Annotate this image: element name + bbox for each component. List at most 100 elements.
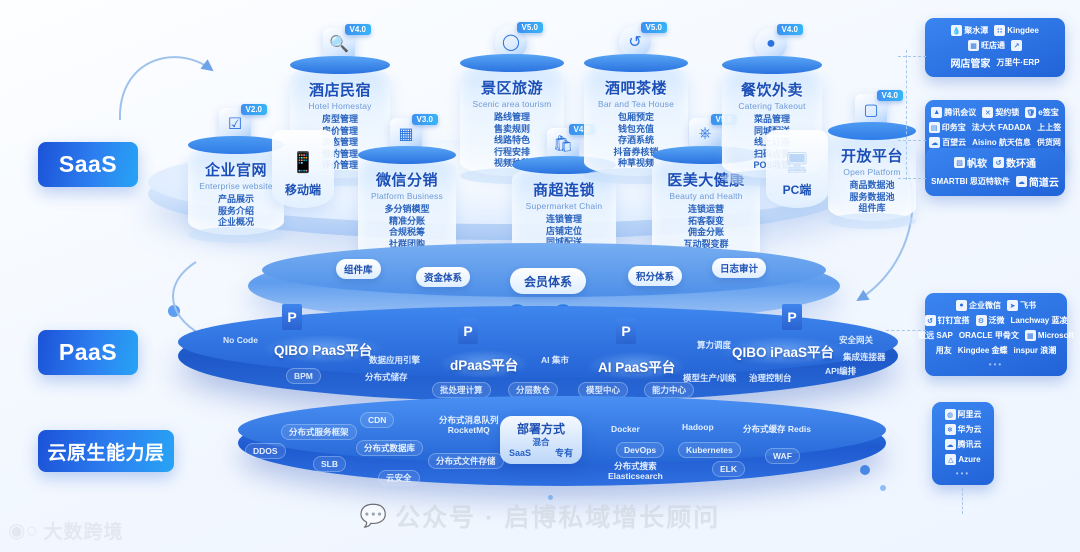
caas-node-fund-system[interactable]: 资金体系 — [416, 267, 471, 287]
list-item: 商品数据池 — [849, 180, 895, 190]
cn-chip-ddos[interactable]: DDOS — [245, 443, 286, 459]
cn-chip-slb[interactable]: SLB — [313, 456, 346, 472]
ecommerce-erp-panel[interactable]: 💧 聚水潭 ∷ Kingdee ▦ 旺店通 ↗ 网店管家 万里牛·ERP — [925, 18, 1065, 77]
caas-node-component-library[interactable]: 组件库 — [336, 259, 381, 279]
cloud-icon: ☁ — [929, 137, 941, 148]
saas-cylinder-open-platform[interactable]: ▢ V4.0 开放平台 Open Platform 商品数据池 服务数据池 组件… — [828, 90, 916, 228]
paas-chip-data-app-engine[interactable]: 数据应用引擎 — [369, 355, 421, 365]
partner-logo: ☁ 简道云 — [1015, 176, 1059, 189]
paas-chip-security-gateway[interactable]: 安全网关 — [839, 335, 874, 345]
caas-node-member-system[interactable]: 会员体系 — [510, 268, 587, 294]
cn-chip-message-queue[interactable]: 分布式消息队列 RocketMQ — [439, 415, 499, 435]
paas-chip-bpm[interactable]: BPM — [286, 368, 321, 384]
partner-logo: △ Azure — [945, 454, 981, 465]
partner-logo: ● 企业微信 — [956, 300, 1001, 311]
paas-platform-dpaas[interactable]: dPaaS平台 — [440, 350, 529, 378]
saas-cylinder-scenic-tourism[interactable]: ◯ V5.0 景区旅游 Scenic area tourism 路线管理 售卖规… — [460, 22, 564, 183]
version-badge: V3.0 — [411, 114, 438, 125]
partner-logo: 万里牛·ERP — [996, 58, 1040, 67]
bi-integration-panel[interactable]: ▧ 帆软 ↺ 数环通 SMARTBI 思迈特软件 ☁ 简道云 — [925, 148, 1065, 196]
paas-chip-batch-compute[interactable]: 批处理计算 — [432, 382, 491, 398]
caas-node-points-system[interactable]: 积分体系 — [628, 266, 683, 286]
cylinder-title: 酒店民宿 — [308, 82, 371, 99]
deployment-mode-hybrid: 混合 — [532, 437, 550, 447]
layer-tag-saas[interactable]: SaaS — [38, 142, 138, 187]
paas-platform-qibo[interactable]: QIBO PaaS平台 — [264, 335, 383, 363]
version-badge: V4.0 — [776, 24, 803, 35]
cylinder-title: 景区旅游 — [480, 80, 543, 97]
cylinder-title: 企业官网 — [204, 162, 267, 179]
partner-logo: ☁ 百望云 — [929, 137, 967, 148]
partner-logo: ▤ 印务宝 — [928, 122, 966, 133]
paas-chip-governance-console[interactable]: 治理控制台 — [749, 373, 792, 383]
paas-chip-distributed-storage[interactable]: 分布式储存 — [365, 372, 408, 382]
window-icon: ▢ V4.0 — [855, 90, 903, 128]
cylinder-title: 开放平台 — [840, 148, 903, 165]
cn-chip-cdn[interactable]: CDN — [360, 412, 395, 428]
list-item: 路线管理 — [493, 112, 530, 122]
version-badge: V5.0 — [516, 22, 543, 33]
partner-logo: ❄ 华为云 — [944, 424, 982, 435]
cn-chip-cloud-security[interactable]: 云安全 — [378, 470, 420, 486]
saas-cylinder-bar-teahouse[interactable]: ↺ V5.0 酒吧茶楼 Bar and Tea House 包厢预定 钱包充值 … — [584, 22, 688, 183]
list-item: 连锁运营 — [687, 204, 724, 214]
deployment-mode-private: 专有 — [555, 448, 574, 458]
enterprise-apps-panel[interactable]: ● 企业微信 ➤ 飞书 ↺ 钉钉宜搭 ⚙ 泛微 Lanchway 蓝凌 致远 S… — [918, 293, 1074, 376]
paas-platform-ai-paas[interactable]: AI PaaS平台 — [588, 352, 686, 380]
brand-logo-icon: ◉○ — [8, 520, 38, 542]
list-item: 社群团购 — [388, 238, 425, 249]
device-pc[interactable]: 🖥 PC端 — [766, 130, 828, 208]
paas-pillar-icon: P — [782, 304, 802, 330]
list-item: 组件库 — [858, 203, 886, 213]
saas-cylinder-enterprise-website[interactable]: ☑ V2.0 企业官网 Enterprise website 产品展示 服务介绍… — [188, 104, 284, 242]
caas-node-log-audit[interactable]: 日志审计 — [712, 258, 767, 278]
cylinder-subtitle: Open Platform — [843, 167, 901, 177]
paas-platform-qibo-ipaas[interactable]: QIBO iPaaS平台 — [722, 337, 845, 365]
connector-line — [962, 488, 963, 514]
paas-chip-integration-connector[interactable]: 集成连接器 — [843, 352, 886, 362]
cn-chip-file-storage[interactable]: 分布式文件存储 — [428, 453, 504, 469]
cn-chip-distributed-db[interactable]: 分布式数据库 — [356, 440, 424, 456]
watermark-center: 💬 公众号 · 启博私域增长顾问 — [0, 498, 1080, 534]
list-item: 同城配送 — [545, 237, 582, 247]
partner-logo: Kingdee 金蝶 — [957, 346, 1008, 355]
paas-chip-ai-market[interactable]: AI 集市 — [541, 355, 569, 365]
list-item: 精准分账 — [388, 215, 425, 226]
paas-chip-api-orchestration[interactable]: API编排 — [825, 366, 857, 376]
watermark-text: 公众号 · 启博私域增长顾问 — [395, 504, 721, 532]
cn-chip-devops[interactable]: DevOps — [616, 442, 665, 458]
refresh-yuan-icon: ↺ V5.0 — [619, 22, 667, 60]
cn-chip-redis[interactable]: 分布式缓存 Redis — [743, 424, 812, 434]
cn-chip-docker[interactable]: Docker — [611, 424, 640, 434]
paas-chip-model-training[interactable]: 模型生产/训练 — [683, 373, 737, 383]
cylinder-subtitle: Beauty and Health — [669, 191, 743, 201]
panel-icon: ▧ — [954, 157, 965, 168]
partner-logo: inspur 浪潮 — [1013, 346, 1057, 355]
paas-chip-no-code[interactable]: No Code — [223, 335, 258, 345]
gear-icon: ⚙ — [975, 315, 987, 326]
cn-chip-elk[interactable]: ELK — [712, 461, 745, 477]
device-label: 移动端 — [284, 183, 321, 197]
cn-chip-hadoop[interactable]: Hadoop — [682, 422, 714, 432]
deployment-mode-box[interactable]: 部署方式 混合 SaaS 专有 — [500, 416, 582, 464]
ali-icon: ◍ — [944, 409, 956, 420]
deployment-title: 部署方式 — [516, 422, 565, 436]
partner-logo: Lanchway 蓝凌 — [1010, 316, 1068, 325]
paas-chip-compute-scheduling[interactable]: 算力调度 — [697, 340, 732, 350]
list-item: 拓客裂变 — [687, 215, 724, 226]
partner-logo: ▲ 腾讯会议 — [931, 107, 976, 118]
list-item: 佣金分账 — [687, 227, 724, 237]
cn-chip-waf[interactable]: WAF — [765, 448, 800, 464]
dots-icon: ∷ — [994, 25, 1006, 36]
cn-chip-kubernetes[interactable]: Kubernetes — [678, 442, 741, 458]
cylinder-title: 微信分销 — [375, 172, 438, 189]
device-mobile[interactable]: 📱 移动端 — [272, 130, 334, 208]
layer-tag-paas[interactable]: PaaS — [38, 330, 138, 375]
cloud-vendors-panel[interactable]: ◍ 阿里云 ❄ 华为云 ☁ 腾讯云 △ Azure ••• — [932, 402, 994, 485]
cn-chip-service-framework[interactable]: 分布式服务框架 — [281, 424, 357, 440]
layer-tag-cloud-native[interactable]: 云原生能力层 — [38, 430, 174, 472]
cn-chip-elasticsearch[interactable]: 分布式搜索 Elasticsearch — [608, 461, 663, 481]
partner-logo: ▦ Microsoft — [1024, 330, 1074, 341]
accent-dot — [880, 485, 886, 491]
